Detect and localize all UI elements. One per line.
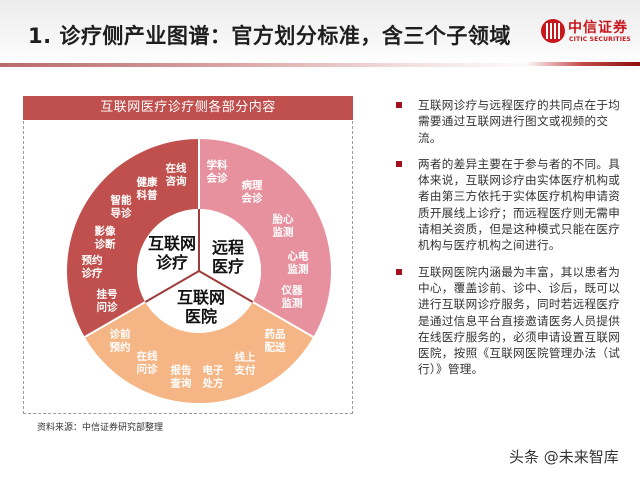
bullet-text: 互联网医院内涵最为丰富，其以患者为中心，覆盖诊前、诊中、诊后，既可以进行互联网诊… (418, 264, 621, 377)
item-smart-triage: 智能 导诊 (110, 194, 132, 220)
logo-text-en: CITIC SECURITIES (569, 36, 631, 43)
bullet-text: 两者的差异主要在于参与者的不同。具体来说，互联网诊疗由实体医疗机构或者由第三方依… (418, 156, 621, 253)
header-divider (0, 63, 540, 67)
sector-internet-hospital (84, 302, 314, 403)
logo-text-cn: 中信证券 (568, 20, 628, 36)
item-device-monitoring: 仪器 监测 (281, 284, 303, 310)
watermark: 头条 @未来智库 (509, 448, 619, 466)
bullet-item: 互联网诊疗与远程医疗的共同点在于均需要通过互联网进行图文或视频的交流。 (394, 97, 630, 146)
citic-logo: 中信证券 CITIC SECURITIES (541, 17, 635, 47)
item-online-inquiry: 在线 问诊 (136, 350, 158, 376)
bullet-item: 互联网医院内涵最为丰富，其以患者为中心，覆盖诊前、诊中、诊后，既可以进行互联网诊… (394, 264, 630, 378)
citic-logo-icon (541, 19, 565, 43)
item-pre-diagnosis-booking: 诊前 预约 (109, 328, 131, 354)
item-fetal-monitoring: 胎心 监测 (272, 213, 294, 239)
page-title: 1. 诊疗侧产业图谱：官方划分标准，含三个子领域 (28, 24, 511, 48)
square-bullet-icon (396, 268, 402, 275)
bullet-list: 互联网诊疗与远程医疗的共同点在于均需要通过互联网进行图文或视频的交流。 两者的差… (394, 97, 630, 388)
item-discipline-consultation: 学科 会诊 (206, 159, 228, 185)
item-e-prescription: 电子 处方 (202, 364, 224, 390)
item-imaging-diagnosis: 影像 诊断 (94, 225, 116, 251)
source-note: 资料来源：中信证券研究部整理 (37, 423, 164, 433)
item-drug-delivery: 药品 配送 (264, 328, 286, 354)
bullet-item: 两者的差异主要在于参与者的不同。具体来说，互联网诊疗由实体医疗机构或者由第三方依… (394, 156, 630, 254)
sector-telemedicine (199, 139, 331, 337)
core-internet-diagnosis: 互联网 诊疗 (147, 234, 197, 272)
bullet-text: 互联网诊疗与远程医疗的共同点在于均需要通过互联网进行图文或视频的交流。 (418, 98, 621, 145)
item-registration: 挂号 问诊 (96, 288, 118, 314)
core-telemedicine: 远程 医疗 (211, 238, 245, 276)
square-bullet-icon (396, 102, 402, 108)
item-online-consultation: 在线 咨询 (165, 162, 187, 188)
figure-title: 互联网医疗诊疗侧各部分内容 (23, 96, 353, 120)
item-appointment: 预约 诊疗 (81, 254, 103, 280)
core-internet-hospital: 互联网 医院 (176, 288, 226, 326)
header-divider-accent (525, 62, 640, 66)
sector-internet-diagnosis (67, 139, 199, 337)
header-band (0, 0, 640, 64)
item-health-education: 健康 科普 (136, 176, 158, 202)
item-pathology-consultation: 病理 会诊 (241, 179, 263, 205)
item-report-query: 报告 查询 (170, 364, 192, 390)
square-bullet-icon (396, 160, 402, 167)
item-online-payment: 线上 支付 (234, 351, 256, 377)
item-ecg-monitoring: 心电 监测 (287, 250, 309, 276)
